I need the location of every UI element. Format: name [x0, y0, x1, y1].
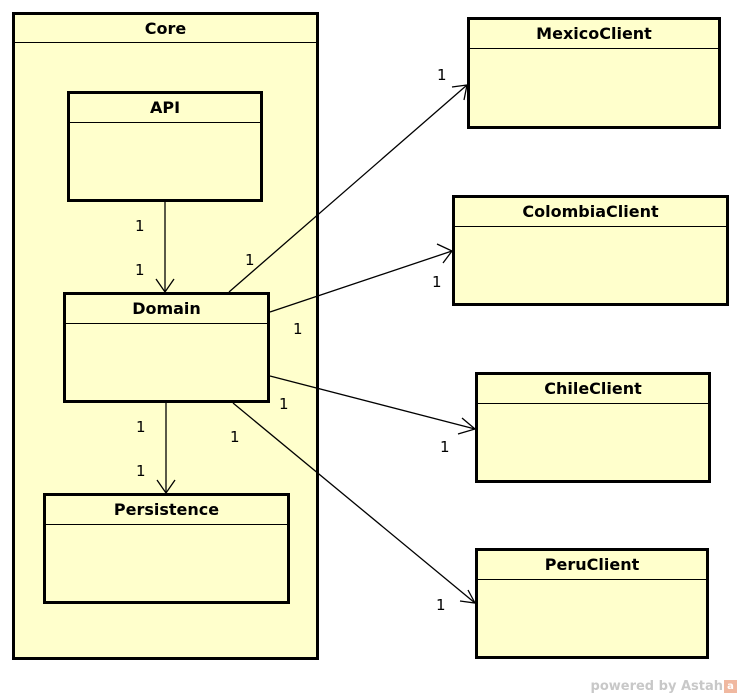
- arrowhead-api-domain: [155, 278, 175, 294]
- mult-domain-peru-source: 1: [230, 428, 240, 446]
- class-name: MexicoClient: [470, 20, 718, 49]
- mult-domain-persistence-target: 1: [136, 462, 146, 480]
- edge-domain-chile: [269, 375, 476, 430]
- astah-logo-icon: a: [724, 680, 737, 693]
- mult-domain-persistence-source: 1: [136, 418, 146, 436]
- class-api[interactable]: API: [67, 91, 263, 202]
- arrowhead-domain-peru: [459, 589, 477, 604]
- class-name: API: [70, 94, 260, 123]
- arrowhead-domain-persistence: [156, 479, 176, 495]
- edge-domain-peru: [232, 402, 476, 604]
- mult-domain-mexico-target: 1: [437, 66, 447, 84]
- class-mexico-client[interactable]: MexicoClient: [467, 17, 721, 129]
- mult-domain-colombia-target: 1: [432, 273, 442, 291]
- watermark-text: powered by Astah: [590, 679, 723, 694]
- mult-domain-chile-source: 1: [279, 395, 289, 413]
- arrowhead-domain-mexico: [451, 84, 468, 101]
- class-name: ColombiaClient: [455, 198, 726, 227]
- arrowhead-domain-chile: [457, 417, 477, 435]
- class-name: PeruClient: [478, 551, 706, 580]
- arrowhead-domain-colombia: [436, 243, 454, 264]
- class-colombia-client[interactable]: ColombiaClient: [452, 195, 729, 306]
- mult-domain-mexico-source: 1: [245, 251, 255, 269]
- mult-domain-peru-target: 1: [436, 596, 446, 614]
- class-name: ChileClient: [478, 375, 708, 404]
- class-peru-client[interactable]: PeruClient: [475, 548, 709, 659]
- class-chile-client[interactable]: ChileClient: [475, 372, 711, 483]
- mult-domain-chile-target: 1: [440, 438, 450, 456]
- class-domain[interactable]: Domain: [63, 292, 270, 403]
- mult-api-domain-target: 1: [135, 261, 145, 279]
- class-name: Persistence: [46, 496, 287, 525]
- package-title: Core: [15, 15, 316, 43]
- class-persistence[interactable]: Persistence: [43, 493, 290, 604]
- mult-domain-colombia-source: 1: [293, 320, 303, 338]
- edge-domain-mexico: [228, 84, 468, 293]
- mult-api-domain-source: 1: [135, 217, 145, 235]
- edge-domain-colombia: [269, 250, 453, 313]
- class-name: Domain: [66, 295, 267, 324]
